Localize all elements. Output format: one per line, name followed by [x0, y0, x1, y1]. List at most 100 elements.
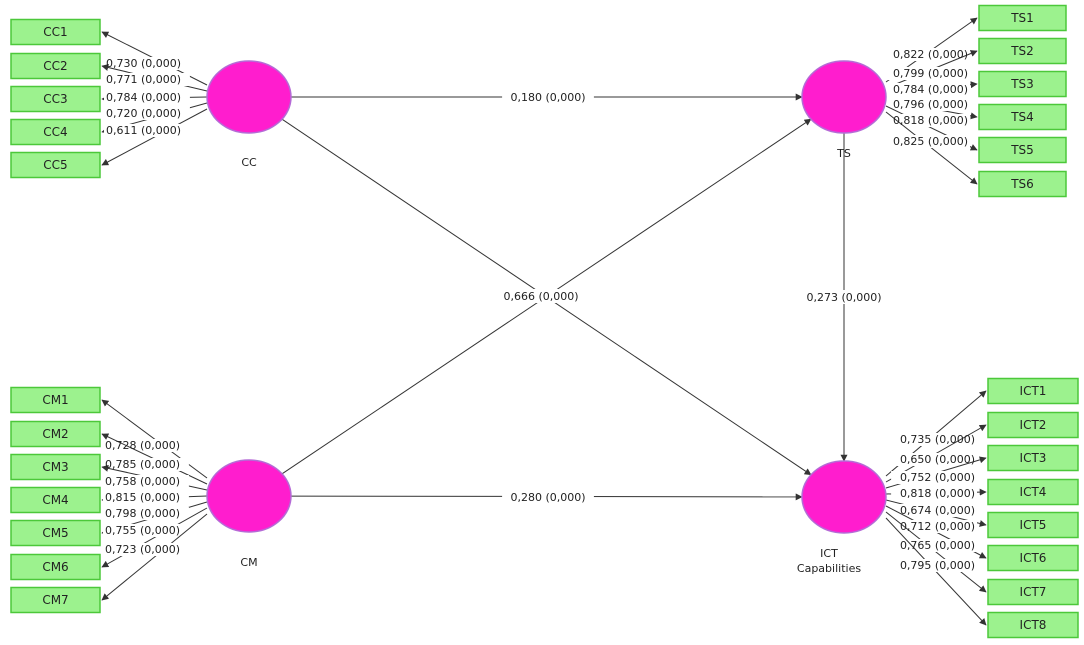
loading-label-ts1: 0,822 (0,000)	[893, 48, 968, 61]
loading-label-cm7: 0,723 (0,000)	[105, 543, 180, 556]
indicator-box-ict4[interactable]	[987, 478, 1079, 506]
indicator-label-ts1: TS1	[1010, 11, 1034, 25]
path-label-bg	[798, 290, 890, 304]
indicator-label-ict2: ICT2	[1020, 418, 1047, 432]
loading-label-ict1: 0,735 (0,000)	[900, 433, 975, 446]
loading-label-cm4: 0,815 (0,000)	[105, 491, 180, 504]
indicator-box-ict8[interactable]	[987, 611, 1079, 639]
indicator-box-cc4[interactable]	[10, 118, 101, 146]
loading-label-bg	[891, 520, 977, 533]
loading-label-ts5: 0,818 (0,000)	[893, 114, 968, 127]
indicator-box-ict5[interactable]	[987, 511, 1079, 539]
indicator-box-cc1[interactable]	[10, 18, 101, 46]
indicator-box-ts6[interactable]	[978, 170, 1067, 198]
indicator-box-cm4[interactable]	[10, 486, 101, 514]
loading-label-bg	[884, 83, 970, 96]
indicator-label-cm2: CM2	[42, 427, 68, 441]
loading-label-ts2: 0,799 (0,000)	[893, 67, 968, 80]
loading-line-cm7	[101, 513, 208, 601]
loading-label-cc4: 0,720 (0,000)	[106, 107, 181, 120]
indicator-box-ts5[interactable]	[978, 136, 1067, 164]
indicator-label-ict5: ICT5	[1020, 518, 1047, 532]
loading-label-bg	[891, 487, 977, 500]
indicator-box-ict7[interactable]	[987, 578, 1079, 606]
loading-label-ict4: 0,818 (0,000)	[900, 487, 975, 500]
indicator-box-cm5[interactable]	[10, 519, 101, 547]
loading-label-cc5: 0,611 (0,000)	[106, 124, 181, 137]
path-coefficient-label: 0,280 (0,000)	[510, 491, 585, 504]
indicator-box-cm1[interactable]	[10, 386, 101, 414]
indicator-label-cm1: CM1	[42, 393, 68, 407]
diagram-shapes	[10, 4, 1079, 639]
indicator-label-cm6: CM6	[42, 560, 68, 574]
indicator-label-cc3: CC3	[43, 92, 67, 106]
indicator-label-ict7: ICT7	[1020, 585, 1047, 599]
loading-line-cm6	[101, 507, 208, 568]
loading-label-bg	[103, 475, 189, 488]
construct-node-cm[interactable]	[206, 459, 292, 533]
loading-label-cm5: 0,798 (0,000)	[105, 507, 180, 520]
indicator-box-cm3[interactable]	[10, 453, 101, 481]
construct-node-ict[interactable]	[801, 460, 887, 534]
indicator-label-ts3: TS3	[1010, 77, 1034, 91]
loading-label-bg	[103, 439, 189, 452]
loading-label-bg	[884, 67, 970, 80]
loading-label-bg	[103, 543, 189, 556]
path-label-bg	[502, 90, 594, 104]
loading-label-ict8: 0,795 (0,000)	[900, 559, 975, 572]
loading-label-bg	[103, 458, 189, 471]
indicator-box-ts3[interactable]	[978, 70, 1067, 98]
loading-label-bg	[891, 504, 977, 517]
indicator-box-cm2[interactable]	[10, 420, 101, 448]
construct-node-cc[interactable]	[206, 60, 292, 134]
construct-label-line: Capabilities	[797, 562, 861, 575]
path-coefficient-label: 0,180 (0,000)	[510, 91, 585, 104]
indicator-box-ict1[interactable]	[987, 377, 1079, 405]
crossing-path-label: 0,666 (0,000)	[503, 290, 578, 303]
indicator-box-ts2[interactable]	[978, 37, 1067, 65]
loading-label-cc3: 0,784 (0,000)	[106, 91, 181, 104]
indicator-box-ts1[interactable]	[978, 4, 1067, 32]
loading-label-bg	[884, 98, 970, 111]
indicator-label-cc2: CC2	[43, 59, 67, 73]
loading-label-bg	[104, 124, 190, 137]
construct-node-ts[interactable]	[801, 60, 887, 134]
loading-label-cm6: 0,755 (0,000)	[105, 524, 180, 537]
indicator-box-ict3[interactable]	[987, 444, 1079, 472]
indicator-label-cm4: CM4	[42, 493, 68, 507]
indicator-box-cm6[interactable]	[10, 553, 101, 581]
loading-label-cc2: 0,771 (0,000)	[106, 73, 181, 86]
indicator-box-ts4[interactable]	[978, 103, 1067, 131]
loading-label-cc1: 0,730 (0,000)	[106, 57, 181, 70]
indicator-label-ts5: TS5	[1010, 143, 1034, 157]
loading-label-bg	[104, 91, 190, 104]
indicator-box-cc2[interactable]	[10, 52, 101, 80]
loading-label-ict3: 0,752 (0,000)	[900, 471, 975, 484]
indicator-box-ict2[interactable]	[987, 411, 1079, 439]
loading-label-ict6: 0,712 (0,000)	[900, 520, 975, 533]
loading-label-ict2: 0,650 (0,000)	[900, 453, 975, 466]
diagram-labels: 0,180 (0,000)0,280 (0,000)0,273 (0,000)0…	[42, 11, 1046, 632]
indicator-label-ict3: ICT3	[1020, 451, 1047, 465]
indicator-box-cc3[interactable]	[10, 85, 101, 113]
indicator-box-ict6[interactable]	[987, 544, 1079, 572]
loading-label-ict5: 0,674 (0,000)	[900, 504, 975, 517]
indicator-label-ts2: TS2	[1010, 44, 1034, 58]
indicator-label-ts4: TS4	[1010, 110, 1034, 124]
loading-label-bg	[104, 73, 190, 86]
loading-label-cm1: 0,728 (0,000)	[105, 439, 180, 452]
center-label-bg	[495, 289, 587, 303]
indicator-box-cm7[interactable]	[10, 586, 101, 614]
indicator-label-ict6: ICT6	[1020, 551, 1047, 565]
indicator-label-cc1: CC1	[43, 25, 67, 39]
loading-label-ts3: 0,784 (0,000)	[893, 83, 968, 96]
loading-label-bg	[891, 453, 977, 466]
indicator-box-cc5[interactable]	[10, 151, 101, 179]
construct-label-cm: CM	[240, 556, 257, 569]
loading-label-bg	[884, 135, 970, 148]
loading-label-ts4: 0,796 (0,000)	[893, 98, 968, 111]
loading-label-bg	[884, 48, 970, 61]
indicator-label-cc5: CC5	[43, 158, 67, 172]
